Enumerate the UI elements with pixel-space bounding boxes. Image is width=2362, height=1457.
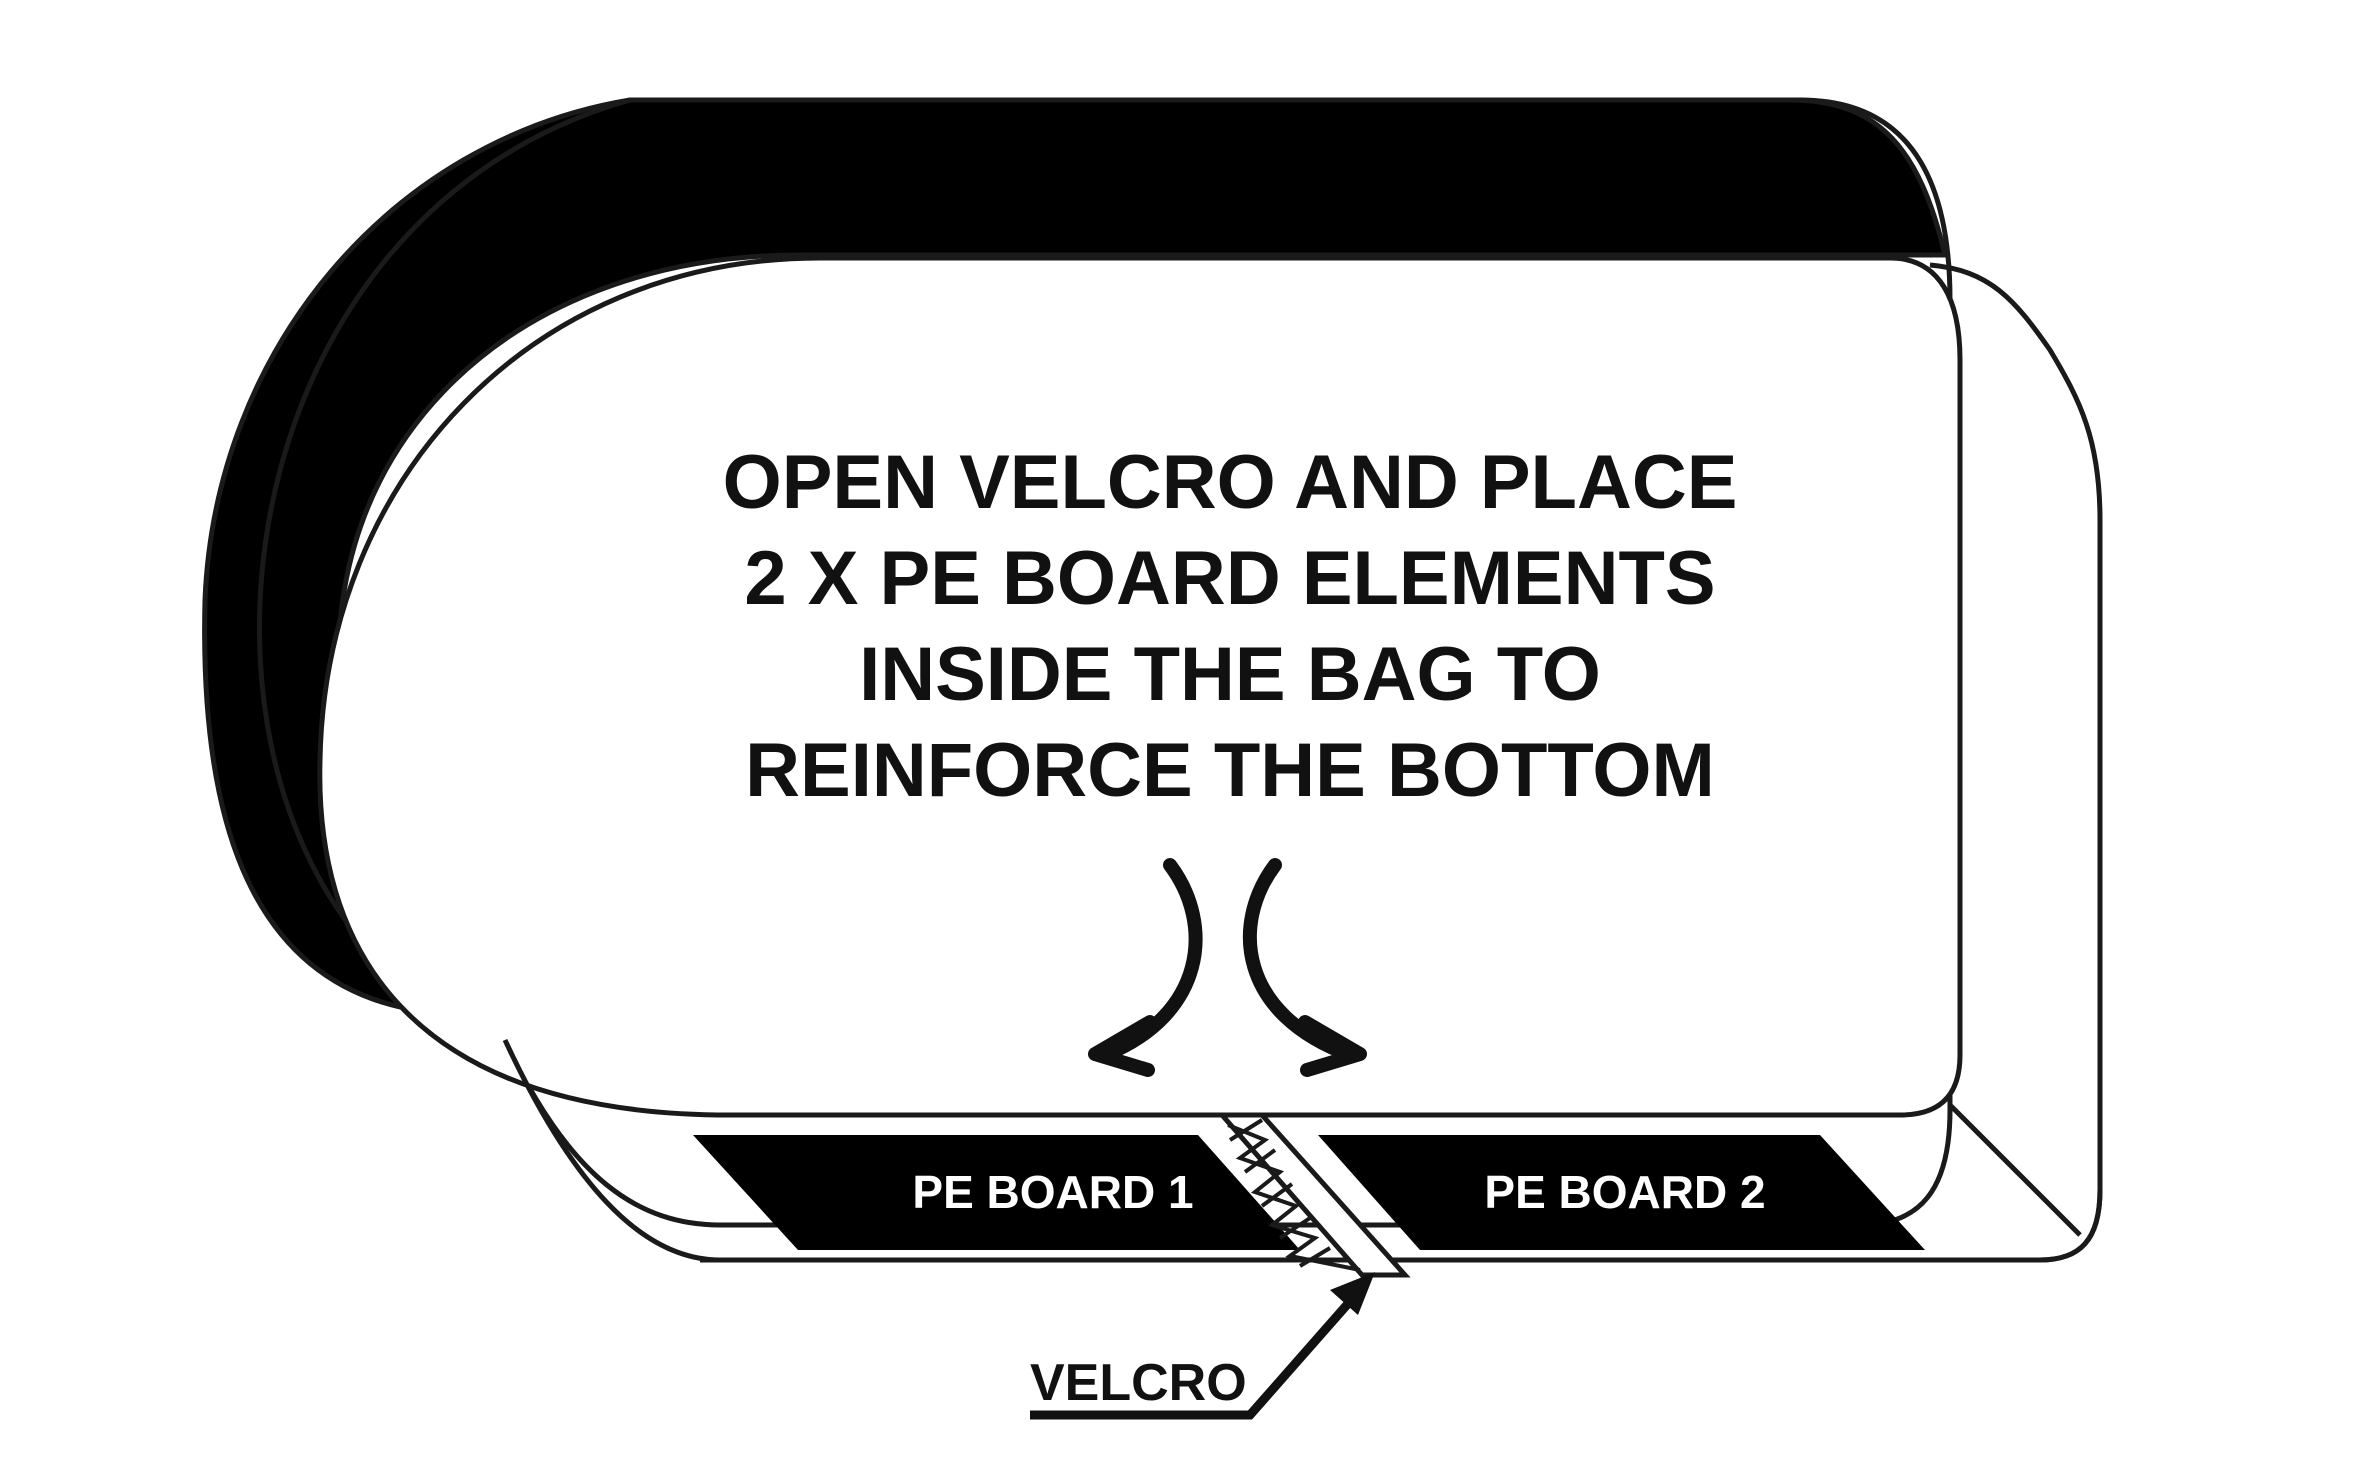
velcro-callout-arrowhead-icon — [1330, 1272, 1375, 1315]
velcro-strip — [1216, 1112, 1411, 1278]
pe-board-1-label: PE BOARD 1 — [912, 1166, 1193, 1218]
pe-board-2-label: PE BOARD 2 — [1484, 1166, 1765, 1218]
bag-body-outline — [256, 97, 1953, 1228]
curved-arrow-left-icon — [1088, 858, 1203, 1077]
bag-front-panel — [317, 255, 1963, 1118]
velcro-strip-hatch — [1227, 1118, 1361, 1272]
bag-bottom-strip — [502, 1038, 2103, 1263]
instruction-line-1: OPEN VELCRO AND PLACE — [723, 440, 1738, 525]
bag-side-flap-edge — [1948, 1103, 2082, 1237]
pe-board-2-shape — [1318, 1135, 1925, 1250]
velcro-callout-line — [1030, 1287, 1364, 1420]
instruction-line-2: 2 X PE BOARD ELEMENTS — [744, 536, 1715, 621]
instruction-line-4: REINFORCE THE BOTTOM — [745, 728, 1715, 813]
velcro-callout: VELCRO — [1030, 1272, 1375, 1420]
pe-board-1-shape — [693, 1135, 1300, 1250]
velcro-label: VELCRO — [1030, 1354, 1247, 1412]
curved-arrow-right-icon — [1242, 858, 1367, 1077]
instruction-line-3: INSIDE THE BAG TO — [859, 632, 1601, 717]
